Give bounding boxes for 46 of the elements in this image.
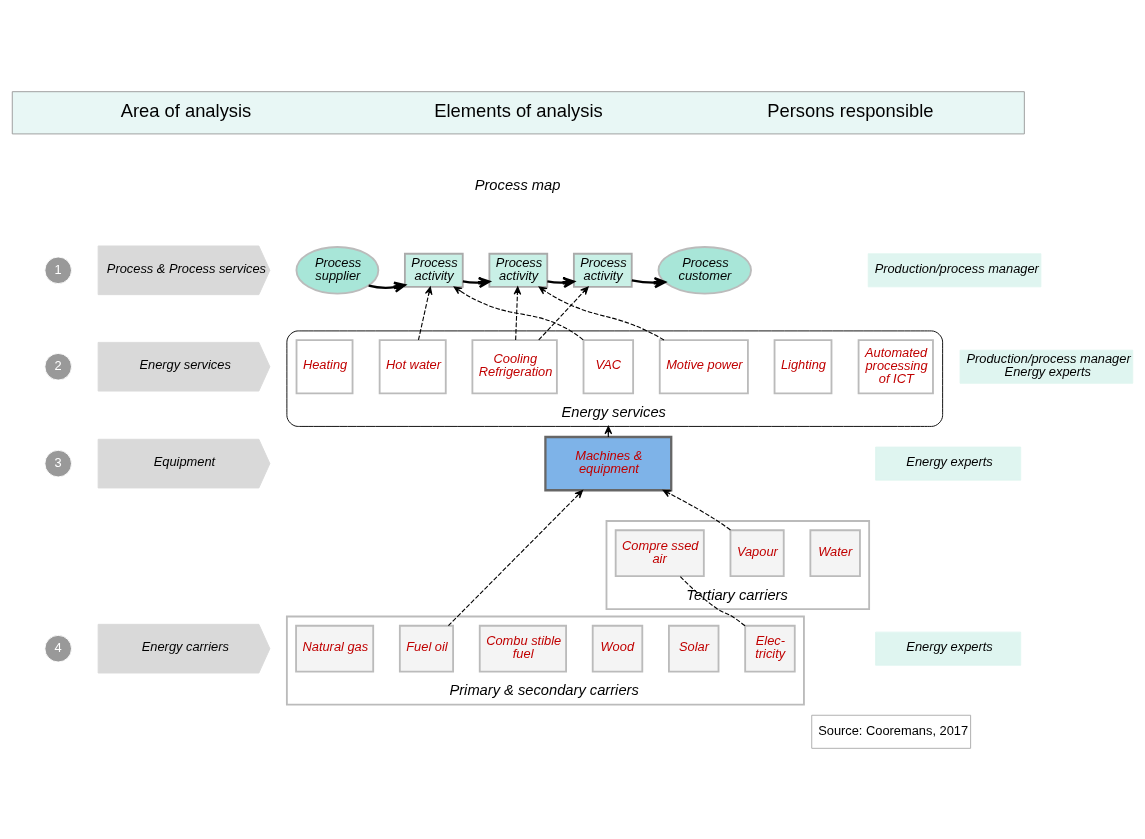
node-box: Motive power: [658, 338, 749, 394]
node-box: Process activity: [403, 252, 464, 288]
node-box: Fuel oil: [398, 624, 455, 673]
node-box: Water: [809, 528, 861, 577]
node-box: Combu stible fuel: [478, 624, 567, 673]
node-box: Automated processing of ICT: [857, 338, 934, 394]
arrow: [453, 285, 584, 340]
node-box: Production/process manager: [867, 252, 1042, 287]
node-box: Natural gas: [295, 624, 375, 673]
arrow: [662, 489, 731, 531]
node-ellipse: Process supplier: [295, 245, 380, 295]
arrow: [604, 425, 613, 438]
arrow: [368, 281, 406, 293]
node-box: Vapour: [729, 528, 785, 577]
arrow: [462, 276, 491, 288]
node-box: Process activity: [572, 252, 633, 288]
node-box: Lighting: [773, 338, 833, 394]
connector: [679, 575, 746, 626]
arrow: [447, 489, 584, 626]
node-circle: 1: [44, 256, 72, 284]
node-box: Source: Cooremans, 2017: [811, 714, 972, 749]
node-ellipse: Process customer: [657, 245, 752, 295]
arrow: [538, 286, 665, 340]
node-box: Cooling Refrigeration: [471, 338, 558, 394]
node-box: Heating: [295, 338, 354, 394]
node-box: Compre ssed air: [614, 528, 705, 577]
node-box: Elec- tricity: [744, 624, 796, 673]
node-box: Production/process manager Energy experts: [959, 349, 1134, 384]
node-box: Wood: [591, 624, 644, 673]
node-circle: 4: [44, 634, 72, 662]
node-box: Solar: [668, 624, 720, 673]
arrow: [513, 285, 522, 340]
arrow: [538, 285, 589, 340]
node-box: VAC: [582, 338, 635, 394]
arrow: [631, 276, 667, 288]
arrow: [547, 276, 575, 288]
arrow: [417, 285, 433, 340]
node-box: Energy experts: [875, 446, 1022, 481]
node-box: Process activity: [488, 252, 549, 288]
node-circle: 2: [44, 352, 72, 380]
node-box: Hot water: [378, 338, 447, 394]
node-box: Area of analysis Elements of analysis Persons responsible: [11, 90, 1025, 134]
label: Process map: [474, 176, 561, 193]
node-circle: 3: [44, 449, 72, 477]
node-box: Machines & equipment: [544, 435, 673, 491]
node-box: Energy experts: [875, 631, 1022, 666]
